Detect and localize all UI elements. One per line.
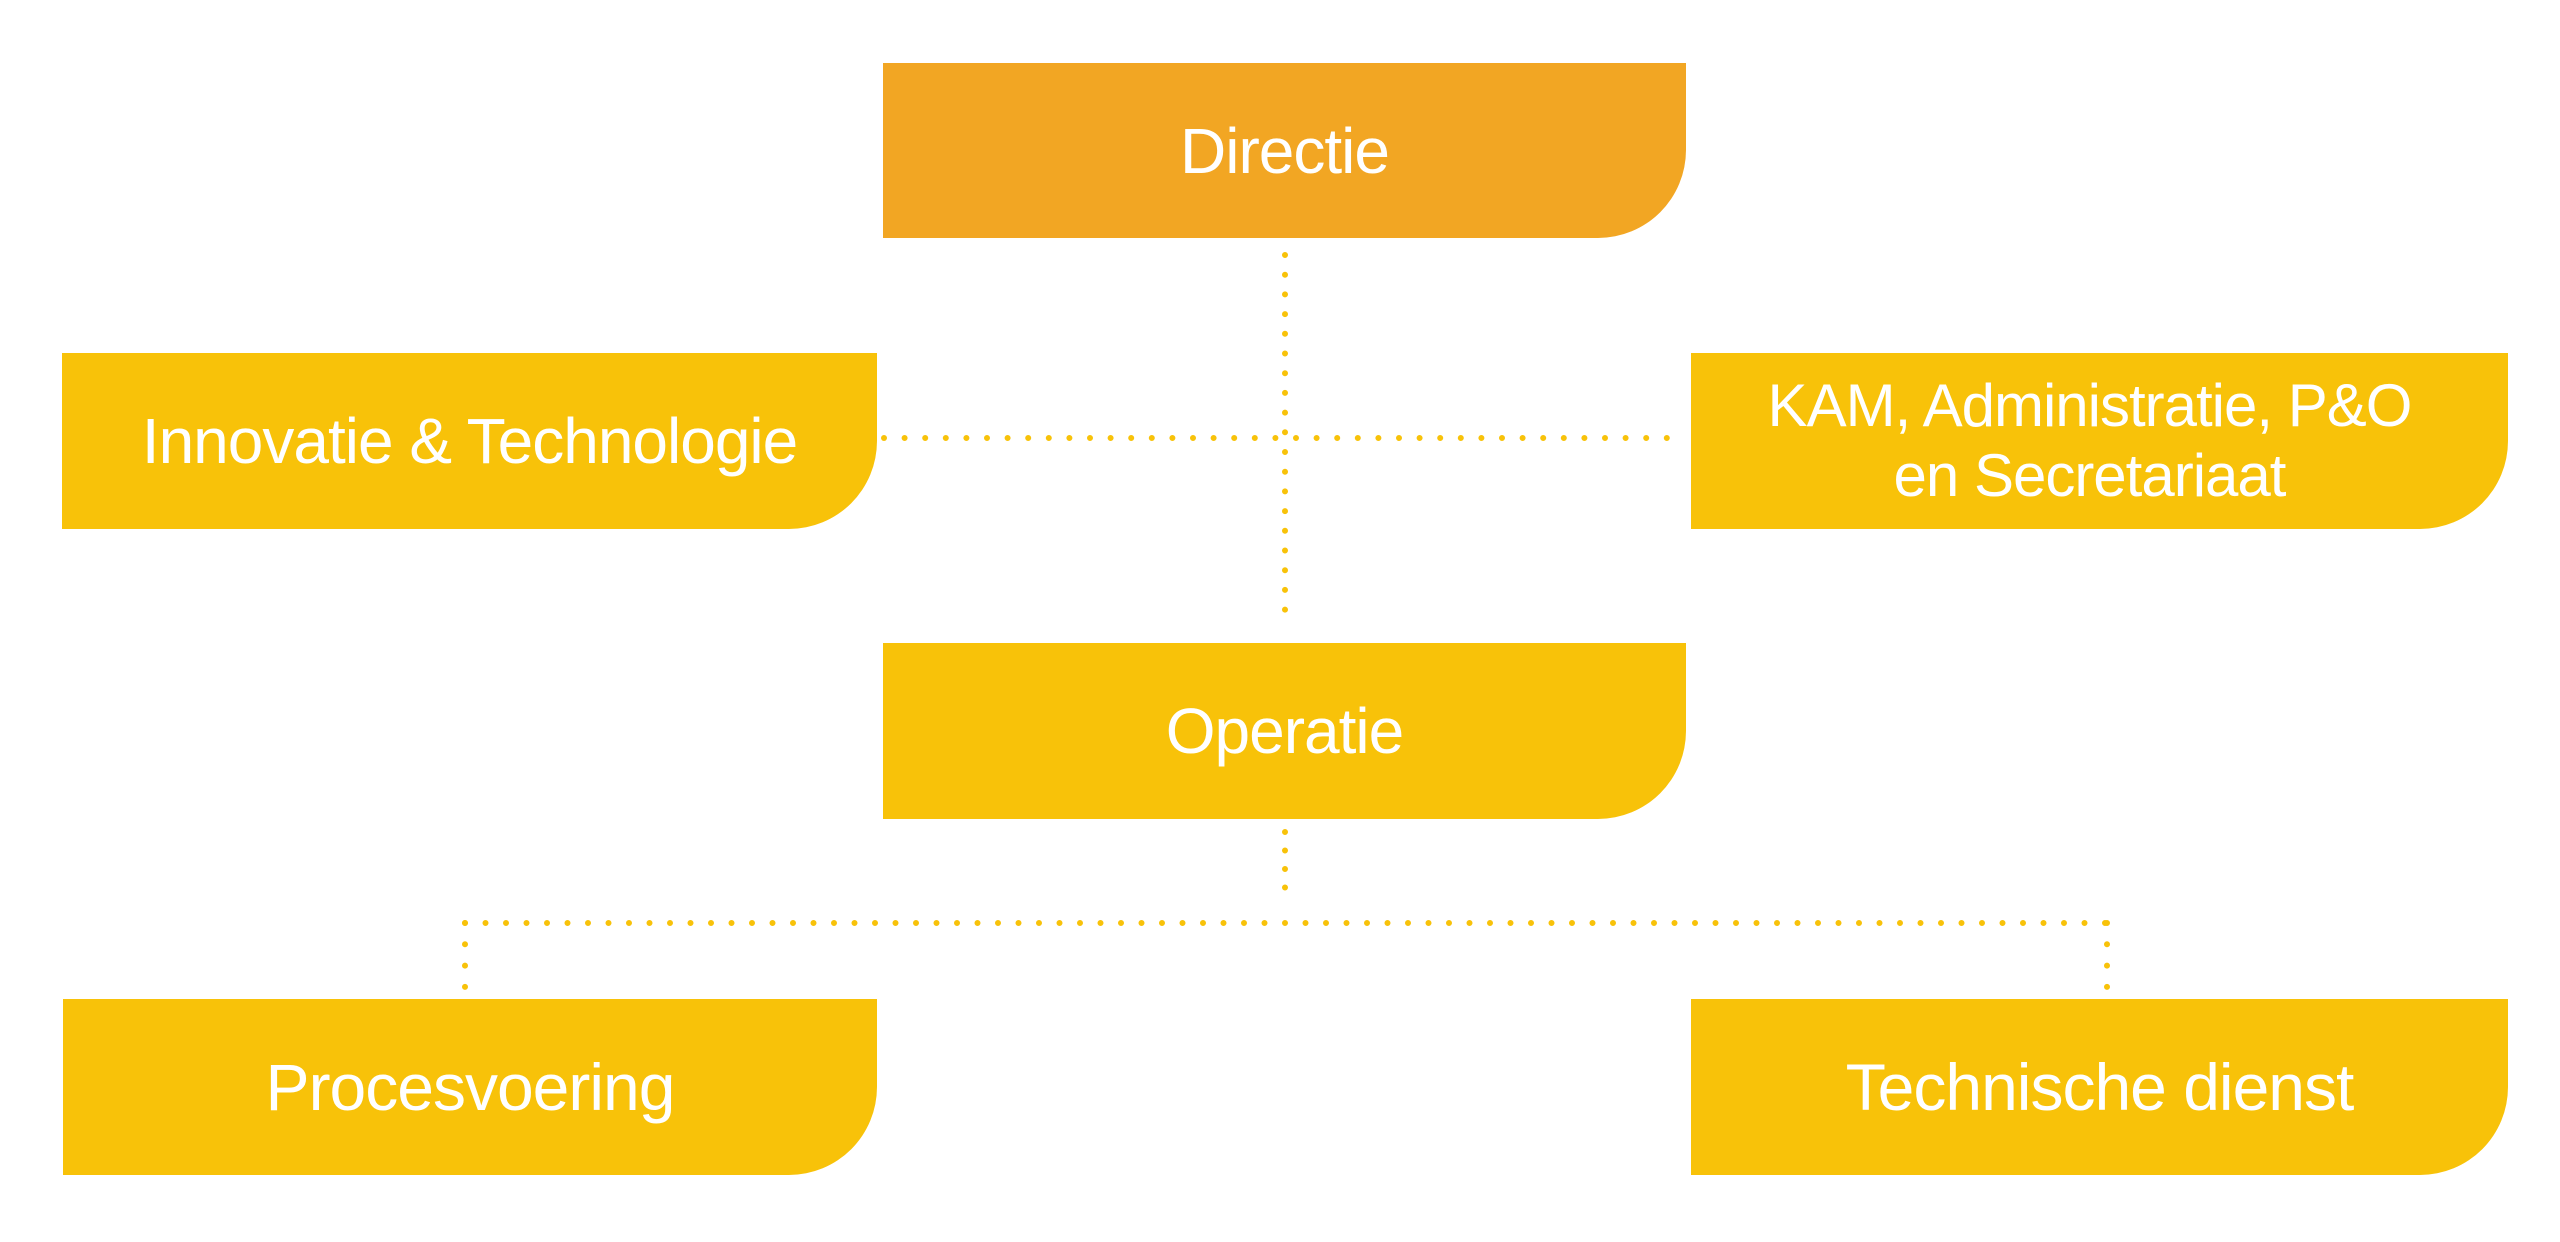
node-directie: Directie [883,63,1686,238]
node-kam-administratie: KAM, Administratie, P&O en Secretariaat [1691,353,2508,529]
node-innovatie-label: Innovatie & Technologie [141,405,798,477]
node-technische-dienst: Technische dienst [1691,999,2508,1175]
node-directie-label: Directie [1180,114,1390,187]
node-procesvoering-label: Procesvoering [265,1050,676,1124]
node-procesvoering: Procesvoering [63,999,877,1175]
node-innovatie-technologie: Innovatie & Technologie [62,353,877,529]
node-kam-label-line1: KAM, Administratie, P&O [1767,372,2413,439]
node-operatie-label: Operatie [1165,695,1404,767]
node-technische-dienst-label: Technische dienst [1845,1050,2355,1124]
node-kam-label: KAM, Administratie, P&O en Secretariaat [1767,371,2413,511]
node-operatie: Operatie [883,643,1686,819]
node-kam-label-line2: en Secretariaat [1893,442,2287,509]
